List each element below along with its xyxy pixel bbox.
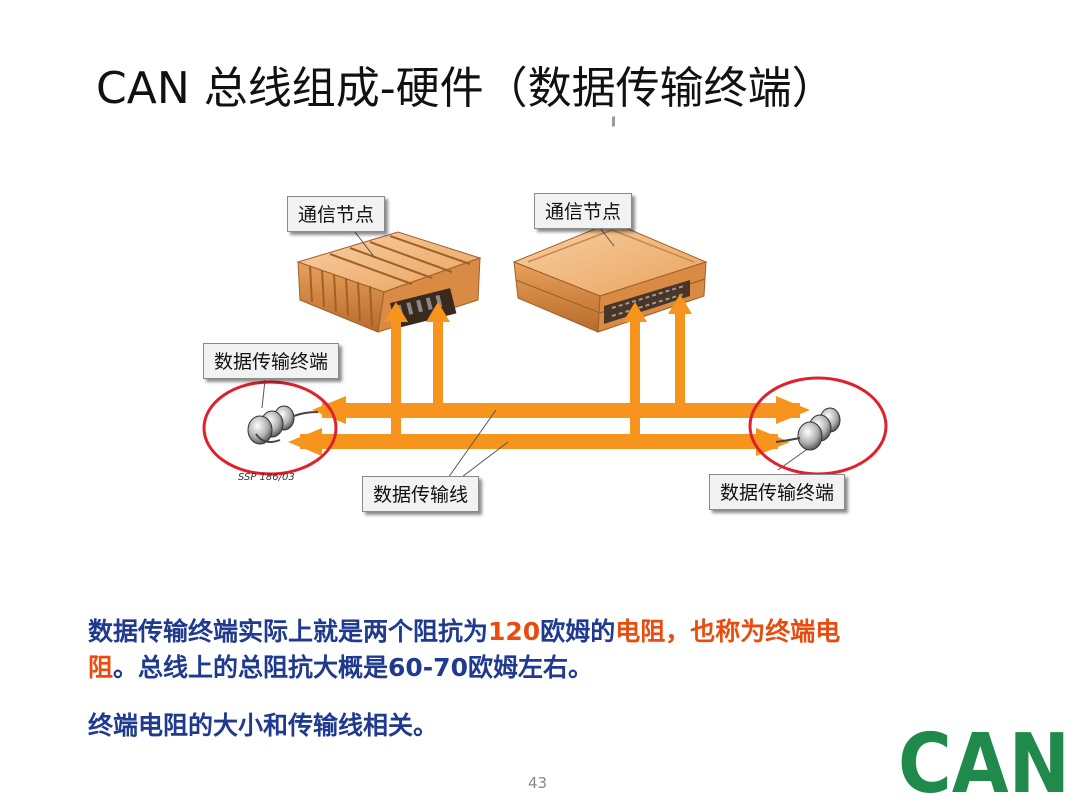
label-node-right: 通信节点 (534, 193, 633, 229)
desc-value-120: 120 (488, 617, 541, 646)
right-ecu-image (512, 115, 708, 333)
can-bus-diagram (202, 115, 888, 481)
page-number: 43 (528, 774, 548, 792)
label-terminal-left: 数据传输终端 (203, 343, 340, 379)
slide-title: CAN 总线组成-硬件（数据传输终端） (96, 63, 836, 114)
label-bus-line: 数据传输线 (362, 476, 480, 512)
right-terminal-resistor-image (775, 407, 841, 451)
description-paragraph-2: 终端电阻的大小和传输线相关。 (88, 711, 439, 740)
left-terminal-resistor-image (247, 405, 319, 445)
desc-text-1: 数据传输终端实际上就是两个阻抗为 (88, 617, 489, 646)
can-logo: CAN (898, 718, 1070, 800)
desc-text-3: 。总线上的总阻抗大概是60-70欧姆左右。 (113, 653, 593, 682)
label-terminal-right: 数据传输终端 (709, 474, 846, 510)
left-terminal-highlight-circle (202, 380, 338, 476)
desc-highlight-resistor: 电阻，也称为终端电阻 (88, 617, 841, 682)
label-node-left: 通信节点 (287, 196, 386, 232)
left-ecu-image (296, 231, 482, 333)
desc-text-2: 欧姆的 (540, 617, 616, 646)
leader-lines (261, 227, 821, 481)
can-logo-text: CAN (898, 718, 1070, 800)
description-paragraph-1: 数据传输终端实际上就是两个阻抗为120欧姆的电阻，也称为终端电阻。总线上的总阻抗… (88, 614, 888, 686)
figure-code: SSP 186/03 (238, 472, 295, 483)
bus-wires (288, 294, 810, 456)
